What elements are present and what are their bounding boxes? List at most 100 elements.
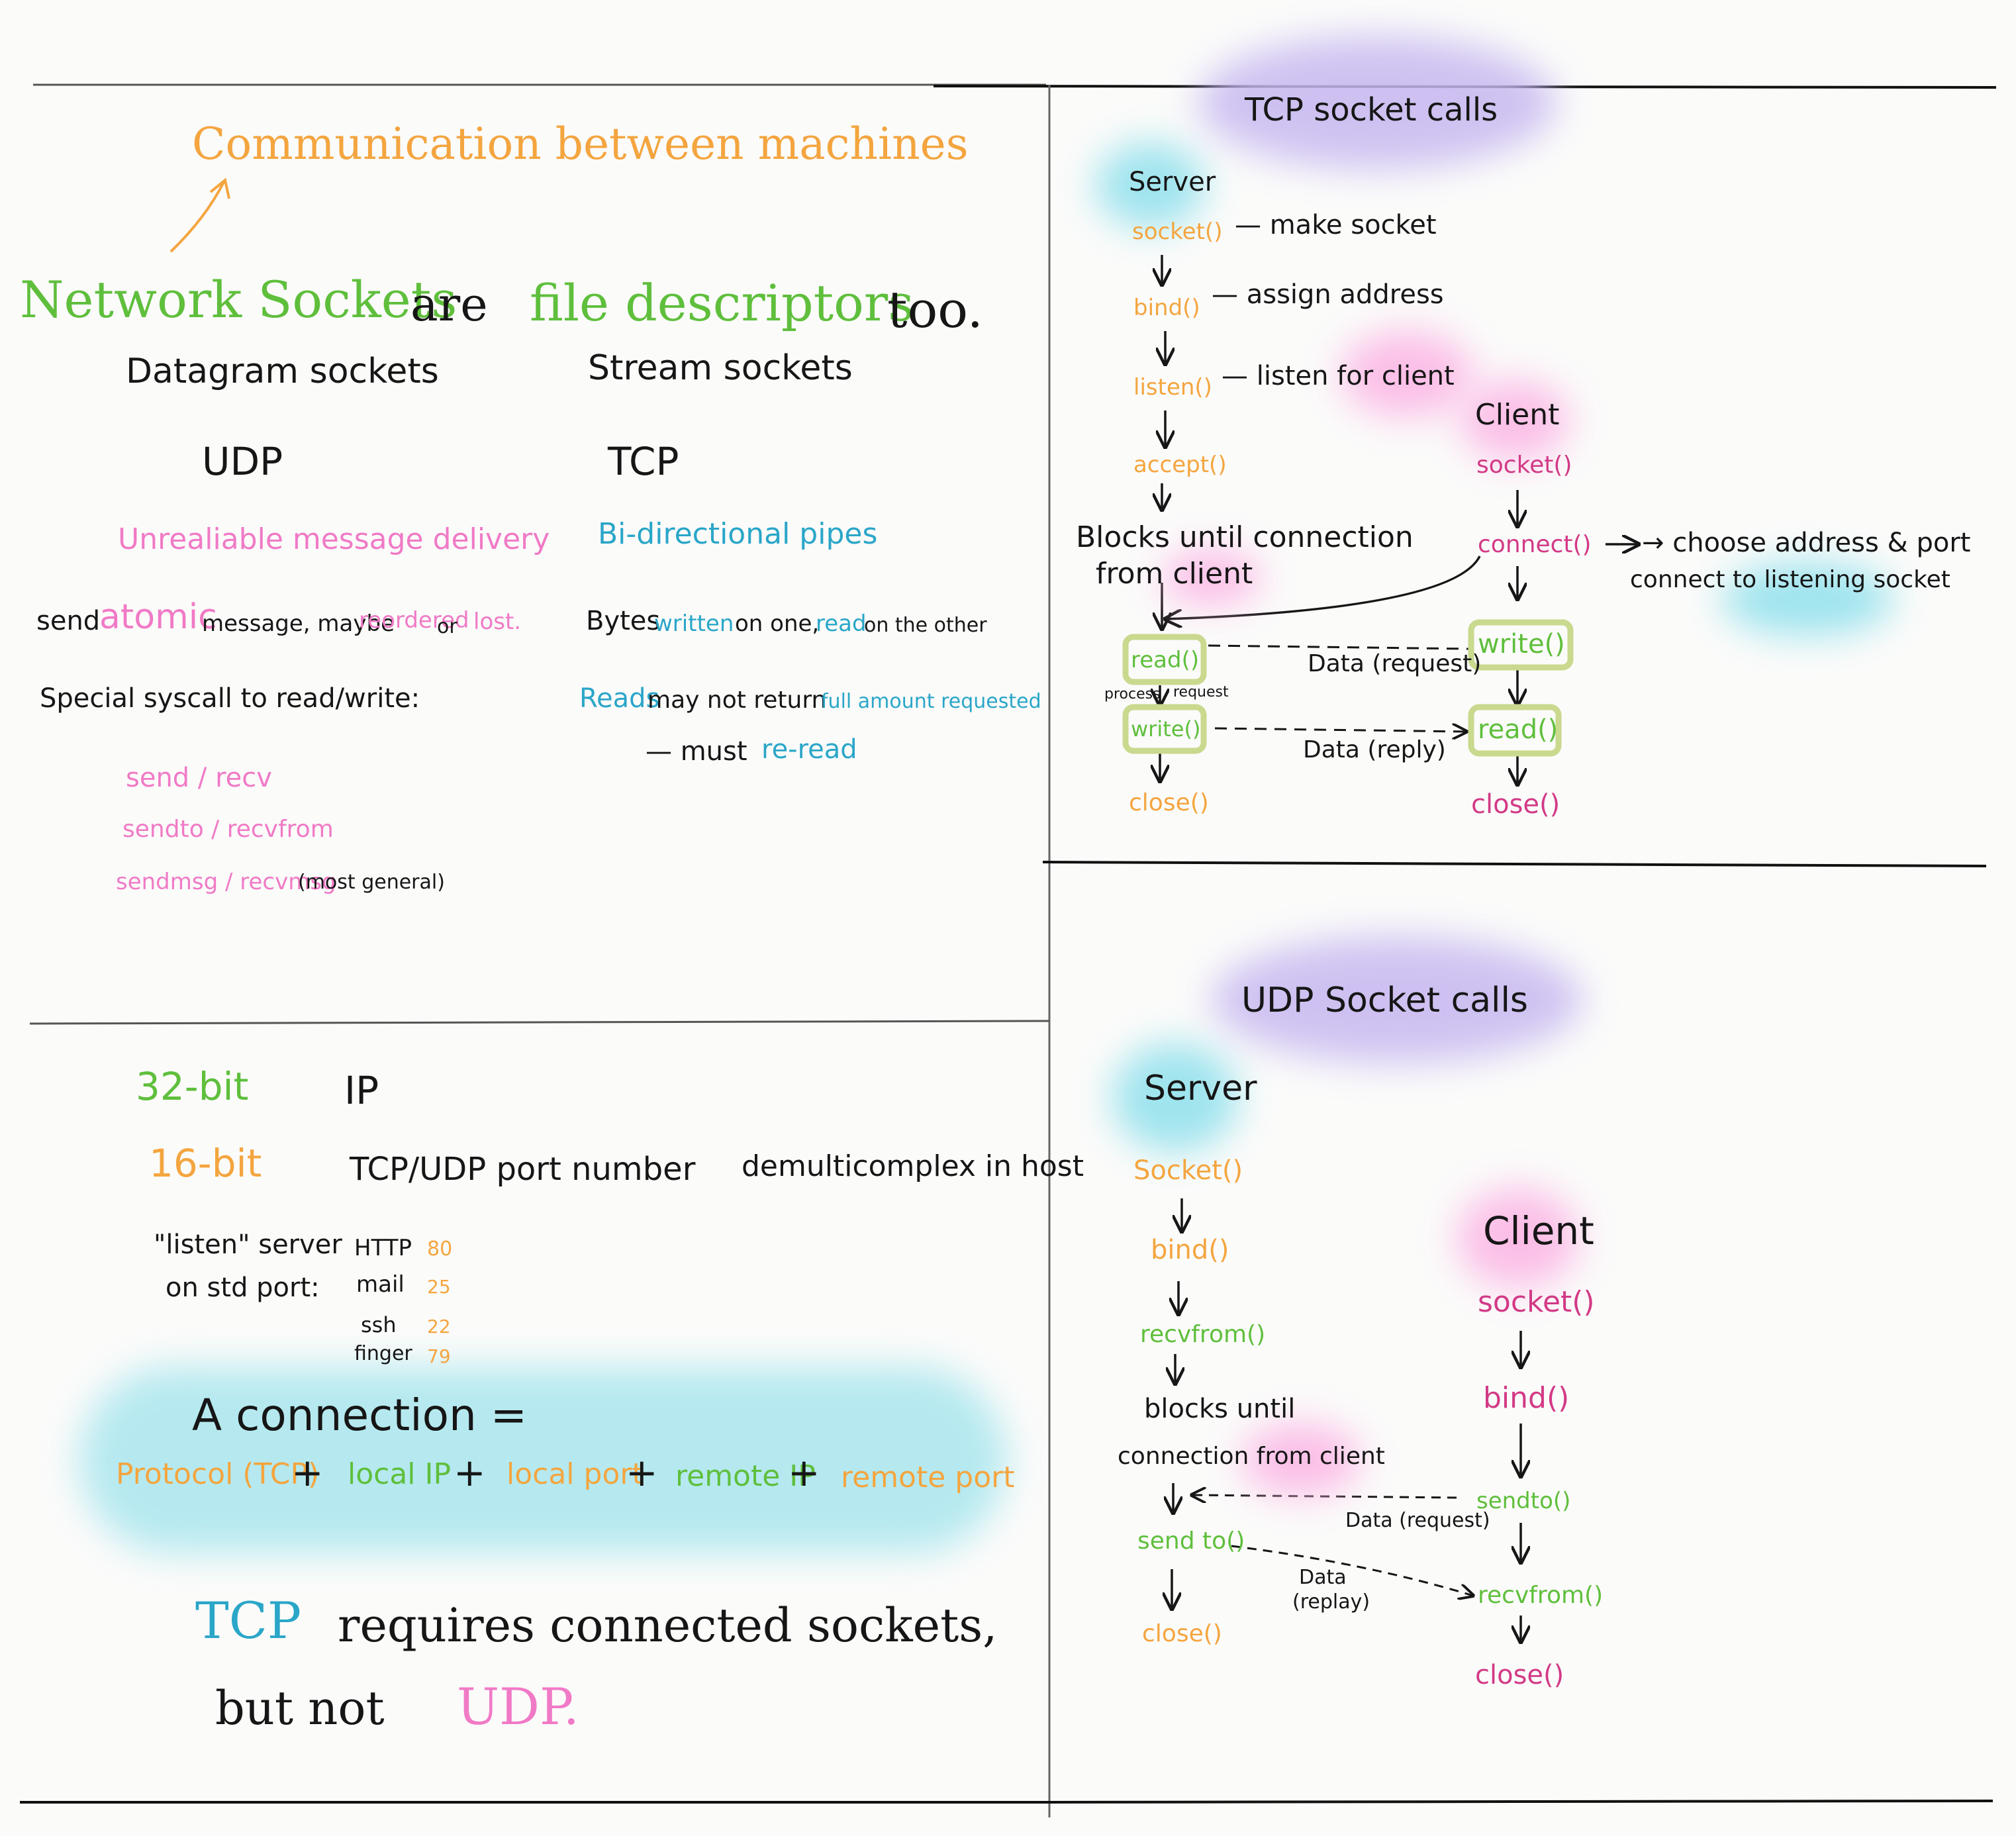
req-udp: UDP.	[457, 1677, 579, 1736]
title-network-sockets: Network Sockets	[20, 270, 457, 329]
stream-line1e: on the other	[864, 614, 987, 637]
tcp-data-request	[1208, 644, 1469, 650]
stream-line1d: read	[816, 610, 867, 637]
conn-term-remote-port: remote port	[841, 1461, 1015, 1494]
conn-term-local-port: local port	[506, 1457, 644, 1491]
connection-title: A connection =	[192, 1390, 528, 1441]
tcp-s-write[interactable]: write()	[1131, 716, 1201, 742]
tcp-s-read[interactable]: read()	[1131, 647, 1200, 673]
stream-protocol: TCP	[608, 439, 679, 484]
listen-server-line2: on std port:	[166, 1273, 320, 1303]
bits32-label: 32-bit	[136, 1064, 249, 1109]
port-name: ssh	[361, 1312, 397, 1337]
tcp-process-label: process	[1104, 686, 1161, 702]
udp-data-reply-label1: Data	[1299, 1566, 1347, 1589]
tcp-blocks-line1: Blocks until connection	[1076, 520, 1414, 554]
udp-data-reply	[1231, 1545, 1473, 1596]
port-num: 22	[427, 1316, 451, 1337]
port-num: 80	[427, 1237, 453, 1261]
heading-communication: Communication between machines	[192, 119, 969, 169]
tcp-s-accept: accept()	[1133, 452, 1227, 478]
tcp-request-label: request	[1173, 684, 1229, 701]
tcp-data-reply	[1214, 728, 1466, 732]
blob-udp-server	[1112, 1043, 1238, 1152]
port-num: 79	[427, 1345, 451, 1367]
tcp-box-c-write	[1468, 619, 1574, 671]
datagram-call-note: (most general)	[298, 871, 445, 894]
blob-tcp-client	[1460, 381, 1569, 460]
udp-blocks-line2: connection from client	[1118, 1443, 1385, 1470]
udp-c-recvfrom: recvfrom()	[1478, 1582, 1604, 1609]
datagram-line1f: lost.	[473, 608, 522, 635]
stream-line2c: full amount requested	[821, 690, 1041, 713]
datagram-call-3: sendmsg / recvmsg	[116, 869, 336, 895]
req-tcp: TCP	[195, 1591, 301, 1650]
tcp-s-bind-note: — assign address	[1212, 279, 1444, 310]
udp-data-request-label: Data (request)	[1345, 1509, 1490, 1532]
divider-middle-left	[29, 1020, 1050, 1025]
udp-data-request	[1192, 1495, 1457, 1498]
tcp-c-write[interactable]: write()	[1478, 629, 1565, 659]
conn-term-remote-ip: remote IP	[675, 1459, 816, 1493]
tcp-data-request-label: Data (request)	[1308, 650, 1482, 677]
req-but-not: but not	[215, 1681, 385, 1735]
conn-plus: +	[291, 1450, 324, 1495]
udp-client-label: Client	[1483, 1208, 1594, 1253]
tcp-c-socket: socket()	[1476, 452, 1572, 479]
title-too: too.	[887, 280, 983, 339]
divider-bottom-right	[1049, 1800, 1993, 1804]
udp-blocks-line1: blocks until	[1144, 1394, 1296, 1424]
tcp-s-listen: listen()	[1133, 374, 1212, 401]
datagram-line2: Special syscall to read/write:	[40, 683, 420, 714]
blob-udp-title	[1212, 937, 1582, 1063]
blob-udp-client	[1457, 1188, 1579, 1288]
arrow-heading-pointer	[169, 181, 225, 253]
stream-desc: Bi-directional pipes	[598, 517, 878, 551]
conn-term-protocol: Protocol (TCP)	[116, 1457, 320, 1491]
tcp-s-socket-note: — make socket	[1235, 210, 1437, 240]
conn-plus: +	[454, 1450, 486, 1495]
blob-tcp-title	[1198, 36, 1556, 169]
udp-title: UDP Socket calls	[1241, 981, 1529, 1020]
udp-s-socket: Socket()	[1133, 1155, 1243, 1186]
tcp-client-label: Client	[1475, 398, 1560, 432]
tcp-c-connect: connect()	[1478, 531, 1592, 558]
tcp-c-read[interactable]: read()	[1478, 714, 1559, 745]
blob-tcp-server	[1096, 142, 1205, 228]
divider-middle-right	[1042, 861, 1987, 867]
tcp-title: TCP socket calls	[1245, 91, 1498, 128]
blob-tcp-listening	[1721, 563, 1894, 636]
conn-plus: +	[626, 1450, 658, 1495]
blob-udp-fromclient	[1241, 1424, 1361, 1496]
demux-label: demulticomplex in host	[742, 1149, 1084, 1183]
datagram-call-2: sendto / recvfrom	[122, 816, 334, 843]
stream-line3a: — must	[646, 736, 747, 767]
udp-server-label: Server	[1144, 1069, 1257, 1108]
conn-term-local-ip: local IP	[348, 1457, 452, 1491]
stream-line2a: Reads	[579, 683, 660, 714]
ip-label: IP	[344, 1068, 379, 1113]
tcp-box-c-read	[1468, 704, 1562, 757]
stream-line3b: re-read	[761, 734, 857, 765]
port-num: 25	[427, 1276, 451, 1298]
tcp-c-connect-note2: connect to listening socket	[1630, 566, 1950, 593]
tcp-c-close: close()	[1471, 789, 1560, 820]
title-are: are	[410, 277, 488, 332]
udp-c-socket: socket()	[1478, 1285, 1595, 1319]
stream-line1c: on one,	[735, 610, 820, 637]
port-number-label: TCP/UDP port number	[350, 1151, 696, 1188]
port-name: finger	[354, 1342, 412, 1365]
udp-data-reply-label2: (replay)	[1292, 1590, 1370, 1614]
tcp-data-reply-label: Data (reply)	[1303, 736, 1446, 763]
datagram-line1d: reordered	[359, 607, 469, 634]
udp-s-recvfrom: recvfrom()	[1140, 1321, 1266, 1348]
datagram-protocol: UDP	[202, 439, 283, 484]
arrow-heading-head	[209, 177, 230, 199]
stream-line1b: written	[654, 610, 734, 637]
udp-c-sendto: sendto()	[1476, 1488, 1571, 1514]
tcp-arrow-connect	[1165, 556, 1481, 619]
datagram-line1b: atomic	[99, 597, 217, 637]
port-name: mail	[356, 1271, 405, 1298]
tcp-s-bind: bind()	[1133, 295, 1200, 321]
blob-tcp-fromclient	[1162, 550, 1261, 606]
